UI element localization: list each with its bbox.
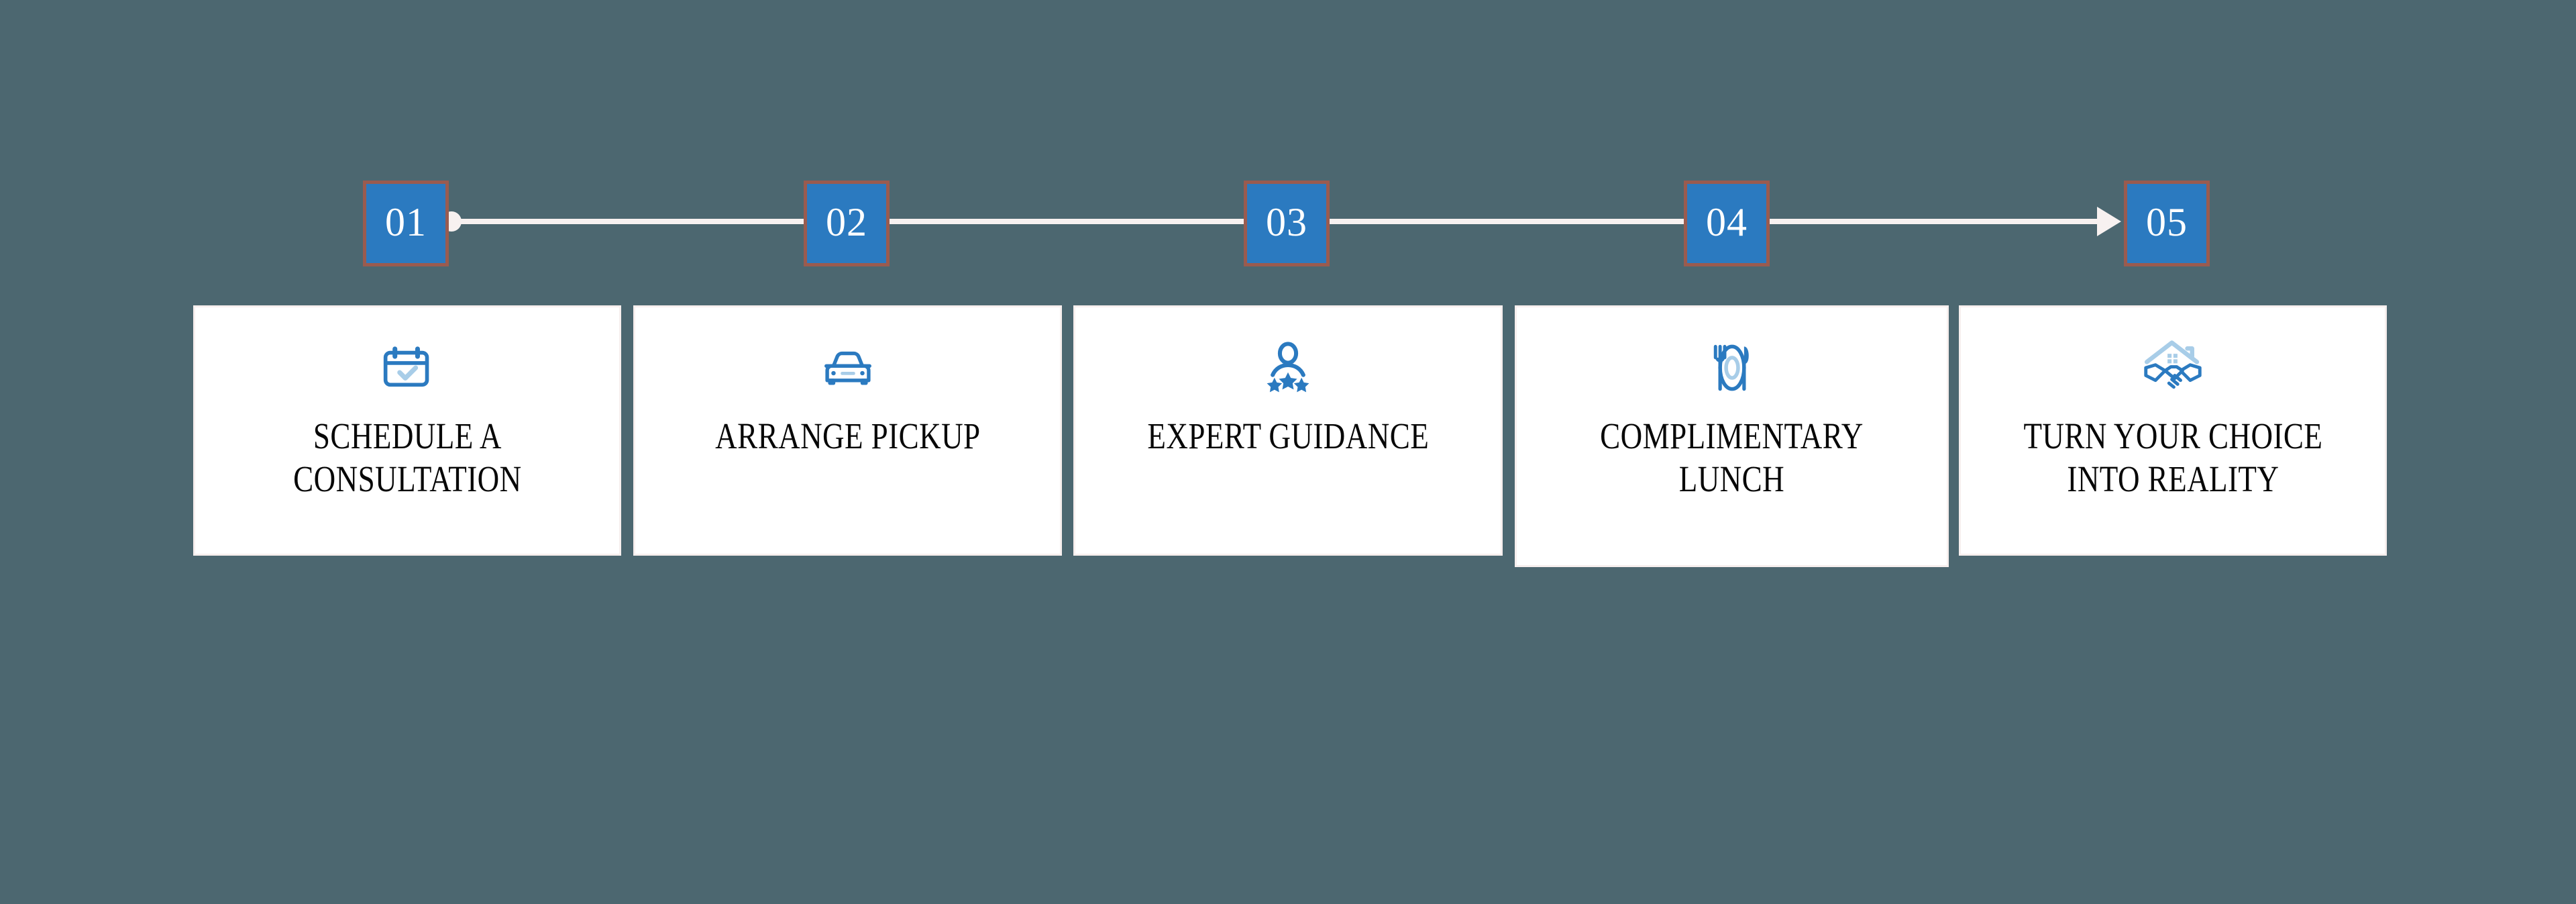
step-card-02[interactable]: ARRANGE PICKUP [633,305,1062,556]
process-timeline: 01 02 03 04 05 [0,0,2576,305]
timeline-arrow-head-icon [2097,207,2121,236]
connector-segment-4-5 [1770,219,2098,224]
step-box-01[interactable]: 01 [363,181,449,266]
step-number-04: 04 [1706,200,1748,244]
step-cards-row: SCHEDULE A CONSULTATION ARRANGE PICKUP [0,305,2576,574]
step-card-label-05: TURN YOUR CHOICE INTO REALITY [2023,415,2322,499]
connector-segment-1-2 [460,219,804,224]
step-card-04[interactable]: COMPLIMENTARY LUNCH [1515,305,1949,567]
step-box-03[interactable]: 03 [1244,181,1330,266]
step-number-01: 01 [385,200,427,244]
step-number-02: 02 [826,200,867,244]
person-three-stars-icon [1253,333,1323,403]
step-number-03: 03 [1266,200,1307,244]
step-card-label-02: ARRANGE PICKUP [714,415,981,456]
step-card-label-03: EXPERT GUIDANCE [1147,415,1429,456]
step-card-label-01: SCHEDULE A CONSULTATION [292,415,522,499]
step-card-label-04: COMPLIMENTARY LUNCH [1600,415,1864,499]
step-card-01[interactable]: SCHEDULE A CONSULTATION [193,305,621,556]
step-card-05[interactable]: TURN YOUR CHOICE INTO REALITY [1959,305,2387,556]
step-number-05: 05 [2146,200,2188,244]
connector-segment-2-3 [890,219,1244,224]
step-card-03[interactable]: EXPERT GUIDANCE [1073,305,1503,556]
step-box-04[interactable]: 04 [1684,181,1770,266]
step-box-02[interactable]: 02 [804,181,890,266]
calendar-check-icon [372,333,442,403]
fork-plate-knife-icon [1697,333,1767,403]
handshake-house-icon [2138,333,2208,403]
connector-segment-3-4 [1330,219,1684,224]
step-box-05[interactable]: 05 [2124,181,2210,266]
car-front-icon [813,333,883,403]
